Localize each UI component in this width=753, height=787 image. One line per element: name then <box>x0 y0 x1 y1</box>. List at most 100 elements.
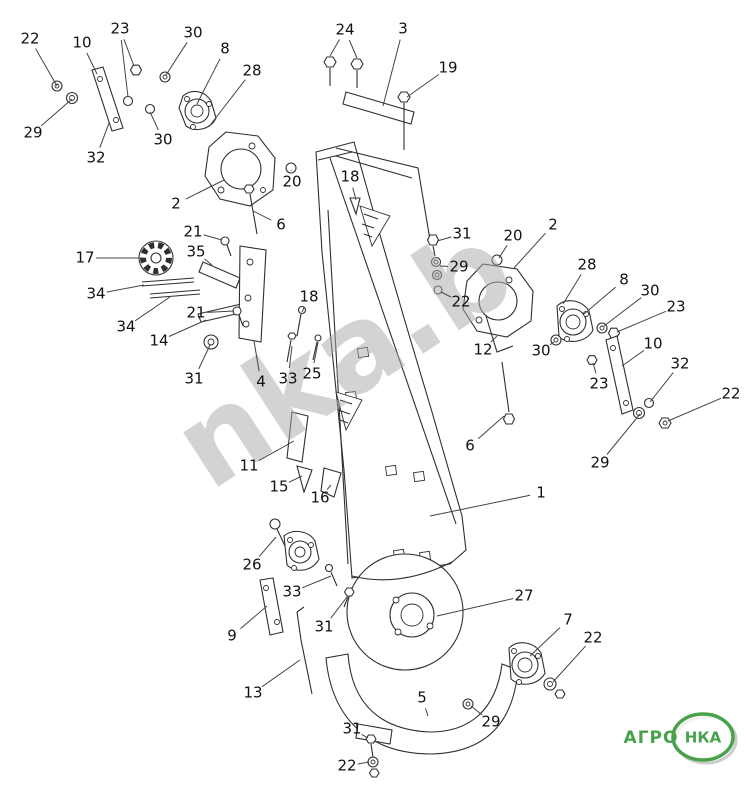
part-21-bolt <box>220 236 230 246</box>
logo-text-agro: АГРО <box>624 728 679 748</box>
part-6-bolt <box>501 361 510 413</box>
part-26-bolt <box>269 518 281 530</box>
leader-line <box>196 58 221 105</box>
leader-line <box>649 372 674 403</box>
leader-line <box>204 258 213 266</box>
leader-line <box>361 733 369 739</box>
callout-14: 14 <box>149 332 168 350</box>
callout-19: 19 <box>438 59 457 77</box>
drum-housing <box>346 553 464 671</box>
leader-line <box>258 440 295 462</box>
part-32-washer <box>122 95 134 107</box>
logo-oval <box>671 712 735 762</box>
part-23-nut <box>129 64 143 76</box>
leader-line <box>352 187 357 201</box>
callout-20: 20 <box>282 173 301 191</box>
leader-line <box>330 596 348 619</box>
leader-line <box>288 475 303 483</box>
part-3-strip <box>342 91 415 125</box>
callout-8: 8 <box>220 40 230 58</box>
inspection-hole <box>356 346 370 359</box>
part-6-bolt <box>243 184 255 194</box>
right-assembly <box>426 234 672 429</box>
leader-line <box>203 234 223 241</box>
callout-25: 25 <box>302 365 321 383</box>
leader-line <box>357 761 370 765</box>
callout-24: 24 <box>335 21 354 39</box>
callout-3: 3 <box>398 20 408 38</box>
inspection-hole <box>412 470 426 483</box>
callout-22: 22 <box>20 30 39 48</box>
callout-29: 29 <box>449 258 468 276</box>
leader-line <box>123 39 135 67</box>
callout-23: 23 <box>110 20 129 38</box>
part-10-strip <box>605 335 634 415</box>
callout-30: 30 <box>183 24 202 42</box>
logo-text-nka: НКА <box>685 729 722 747</box>
leader-line <box>134 296 171 322</box>
callout-32: 32 <box>670 355 689 373</box>
part-25-pin <box>314 334 322 342</box>
callout-16: 16 <box>310 489 329 507</box>
callout-34: 34 <box>116 318 135 336</box>
leader-line <box>606 413 641 455</box>
part-24-bolt <box>350 58 364 70</box>
callout-18: 18 <box>340 168 359 186</box>
part-34-strip <box>141 277 195 283</box>
leader-line <box>329 39 340 57</box>
leader-line <box>667 397 722 422</box>
callout-6: 6 <box>276 216 286 234</box>
part-11-strip <box>286 411 309 463</box>
part-23-nut <box>586 355 598 365</box>
callout-27: 27 <box>514 587 533 605</box>
leader-line <box>210 79 246 125</box>
chute-bracket <box>355 723 393 745</box>
leader-line <box>99 122 110 148</box>
part-20-ball <box>285 162 297 174</box>
callout-33: 33 <box>278 370 297 388</box>
part-24-bolt <box>323 56 337 68</box>
leader-line <box>302 575 332 589</box>
leader-line <box>429 494 531 517</box>
leader-line <box>35 48 58 87</box>
part-31-bolt <box>365 734 377 744</box>
callout-11: 11 <box>239 457 258 475</box>
callout-21: 21 <box>186 304 205 322</box>
leader-line <box>477 415 505 440</box>
callout-21: 21 <box>183 223 202 241</box>
gusset-hatched <box>359 205 391 248</box>
part-15-gusset <box>296 465 313 494</box>
lower-left-bracket-group <box>259 518 355 695</box>
callout-35: 35 <box>186 243 205 261</box>
leader-line <box>348 39 358 59</box>
left-bearing-assembly <box>178 90 297 235</box>
callout-29: 29 <box>23 124 42 142</box>
leader-line <box>288 345 293 369</box>
callout-10: 10 <box>643 335 662 353</box>
leader-line <box>603 297 642 327</box>
callout-23: 23 <box>589 375 608 393</box>
callout-29: 29 <box>590 454 609 472</box>
logo: АГРО НКА <box>624 712 738 765</box>
callout-22: 22 <box>583 629 602 647</box>
leader-line <box>552 645 586 683</box>
callout-10: 10 <box>72 34 91 52</box>
leader-line <box>240 605 268 630</box>
callout-9: 9 <box>227 627 237 645</box>
callout-2: 2 <box>171 195 181 213</box>
callout-30: 30 <box>640 282 659 300</box>
leader-line <box>513 232 546 269</box>
inspection-hole <box>384 464 398 477</box>
callout-29: 29 <box>481 713 500 731</box>
leader-line <box>261 659 301 688</box>
callout-17: 17 <box>75 249 94 267</box>
left-drive-group <box>138 236 322 363</box>
part-33-bolt <box>287 332 297 340</box>
leader-line <box>562 274 582 305</box>
callout-5: 5 <box>417 689 427 707</box>
callout-22: 22 <box>451 293 470 311</box>
callout-6: 6 <box>465 437 475 455</box>
leader-line <box>498 245 508 259</box>
leader-line <box>583 286 616 315</box>
callout-31: 31 <box>184 370 203 388</box>
